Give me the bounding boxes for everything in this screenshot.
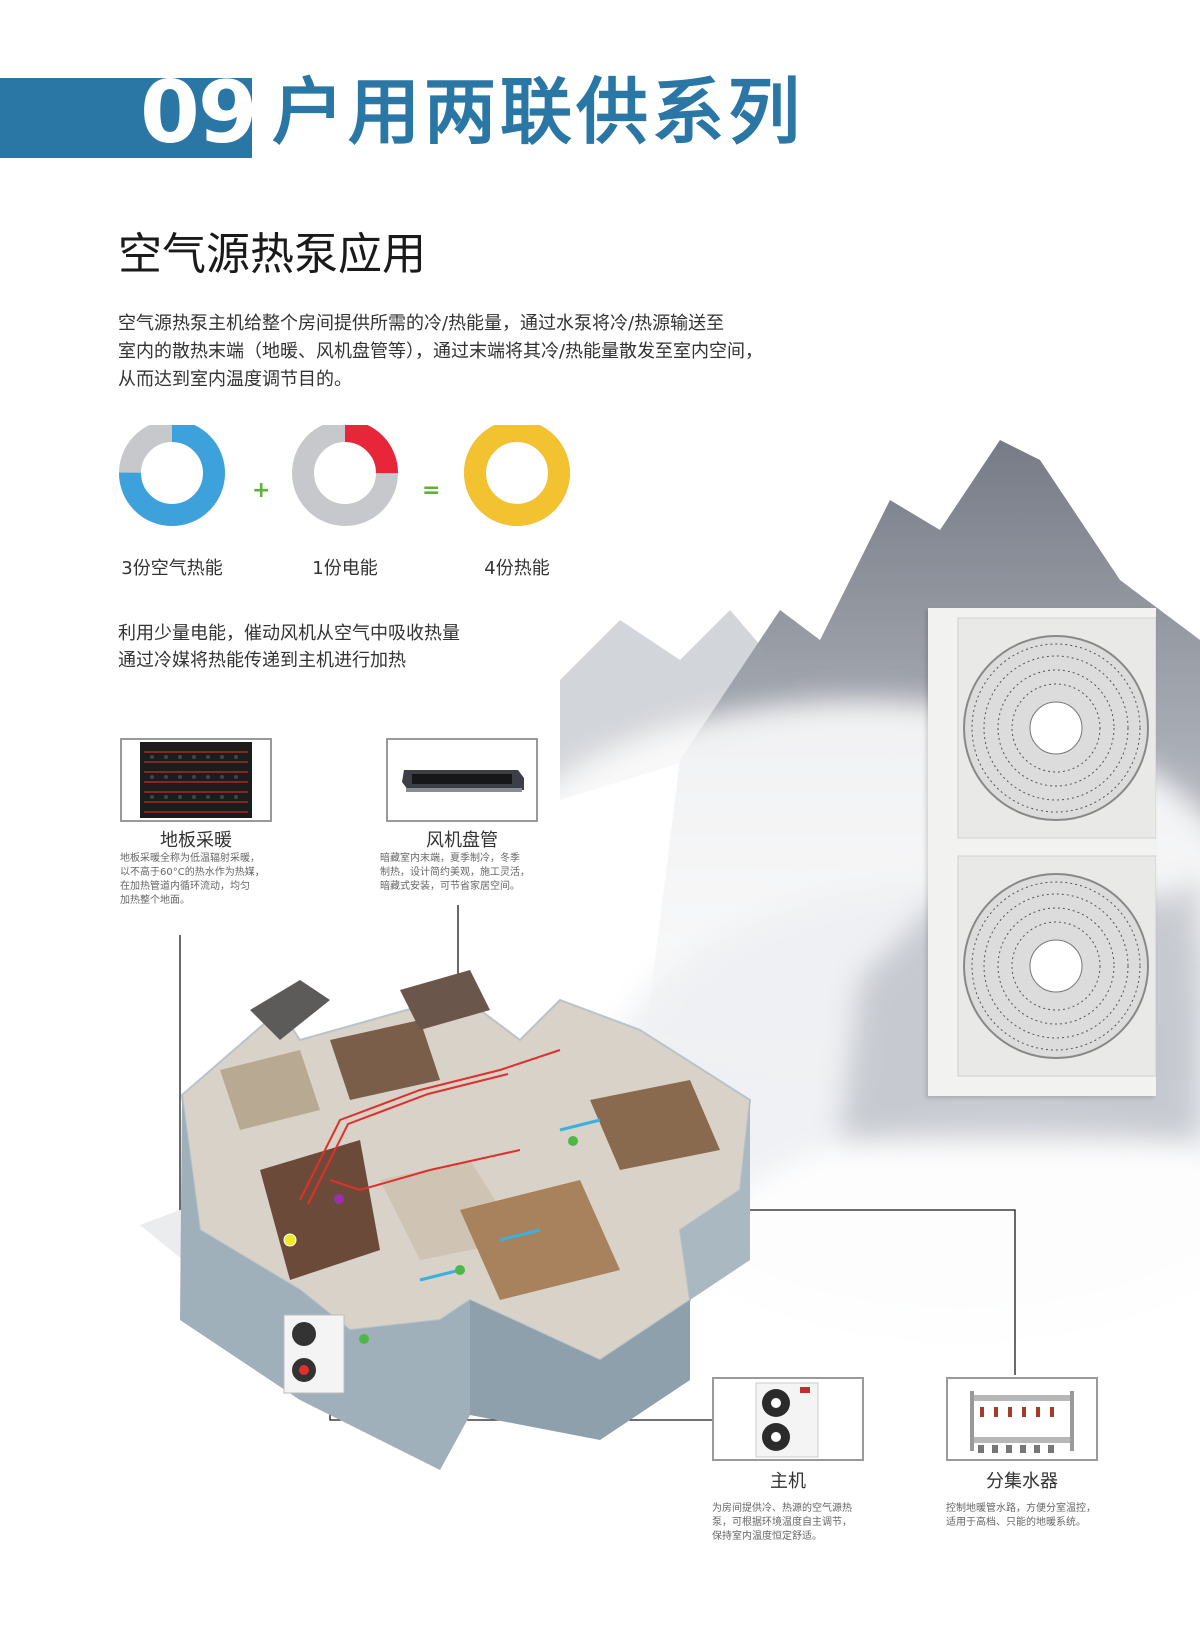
outdoor-unit-fans [928, 608, 1157, 1096]
donut-label-electric: 1份电能 [312, 558, 378, 579]
manifold-image [946, 1377, 1098, 1461]
equals-sign: = [422, 478, 441, 503]
intro-line: 从而达到室内温度调节目的。 [118, 369, 352, 390]
floor-heating-image [120, 738, 272, 822]
text-line: 以不高于60°C的热水作为热媒， [120, 867, 265, 878]
text-line: 暗藏式安装，可节省家居空间。 [380, 881, 520, 892]
main-unit-thumbnail [755, 1382, 819, 1458]
principle-text: 利用少量电能，催动风机从空气中吸收热量 通过冷媒将热能传递到主机进行加热 [118, 620, 460, 674]
page-title: 户用两联供系列 [272, 70, 805, 154]
section-title: 空气源热泵应用 [118, 229, 426, 280]
donut-heat-segment [464, 425, 570, 526]
donut-label-air: 3份空气热能 [121, 558, 223, 579]
manifold-text: 控制地暖管水路，方便分室温控， 适用于高档、只能的地暖系统。 [946, 1502, 1146, 1530]
text-line: 保持室内温度恒定舒适。 [712, 1531, 822, 1542]
intro-paragraph: 空气源热泵主机给整个房间提供所需的冷/热能量，通过水泵将冷/热源输送至 室内的散… [118, 310, 798, 394]
energy-equation [119, 425, 570, 526]
main-unit-title: 主机 [770, 1471, 806, 1492]
main-unit-image [712, 1377, 864, 1461]
house-cutaway [140, 970, 752, 1470]
text-line: 控制地暖管水路，方便分室温控， [946, 1503, 1096, 1514]
principle-line: 利用少量电能，催动风机从空气中吸收热量 [118, 623, 460, 644]
text-line: 加热整个地面。 [120, 895, 190, 906]
manifold-thumbnail [970, 1391, 1074, 1453]
donut-label-heat: 4份热能 [484, 558, 550, 579]
fan-coil-text: 暗藏室内末端，夏季制冷，冬季 制热，设计简约美观，施工灵活， 暗藏式安装，可节省… [380, 852, 560, 894]
section-number: 09 [140, 63, 258, 163]
fan-coil-unit [402, 770, 524, 792]
intro-line: 空气源热泵主机给整个房间提供所需的冷/热能量，通过水泵将冷/热源输送至 [118, 313, 725, 334]
intro-line: 室内的散热末端（地暖、风机盘管等），通过末端将其冷/热能量散发至室内空间， [118, 341, 764, 362]
text-line: 在加热管道内循环流动，均匀 [120, 881, 250, 892]
header-band [0, 78, 252, 158]
text-line: 适用于高档、只能的地暖系统。 [946, 1517, 1086, 1528]
text-line: 为房间提供冷、热源的空气源热 [712, 1503, 852, 1514]
text-line: 制热，设计简约美观，施工灵活， [380, 867, 530, 878]
text-line: 地板采暖全称为低温辐射采暖， [120, 853, 260, 864]
outdoor-unit-image [928, 608, 1157, 1096]
fan-coil-image [386, 738, 538, 822]
fan-coil-title: 风机盘管 [426, 830, 498, 851]
main-unit-text: 为房间提供冷、热源的空气源热 泵，可根据环境温度自主调节， 保持室内温度恒定舒适… [712, 1502, 892, 1544]
plus-sign: + [252, 478, 271, 503]
donut-electric-segment [292, 425, 398, 526]
text-line: 暗藏室内末端，夏季制冷，冬季 [380, 853, 520, 864]
donut-air-segment [119, 425, 225, 526]
floor-heating-pipes [140, 742, 252, 818]
floor-heating-text: 地板采暖全称为低温辐射采暖， 以不高于60°C的热水作为热媒， 在加热管道内循环… [120, 852, 300, 908]
principle-line: 通过冷媒将热能传递到主机进行加热 [118, 650, 406, 671]
manifold-title: 分集水器 [986, 1471, 1058, 1492]
floor-heating-title: 地板采暖 [160, 830, 232, 851]
text-line: 泵，可根据环境温度自主调节， [712, 1517, 852, 1528]
